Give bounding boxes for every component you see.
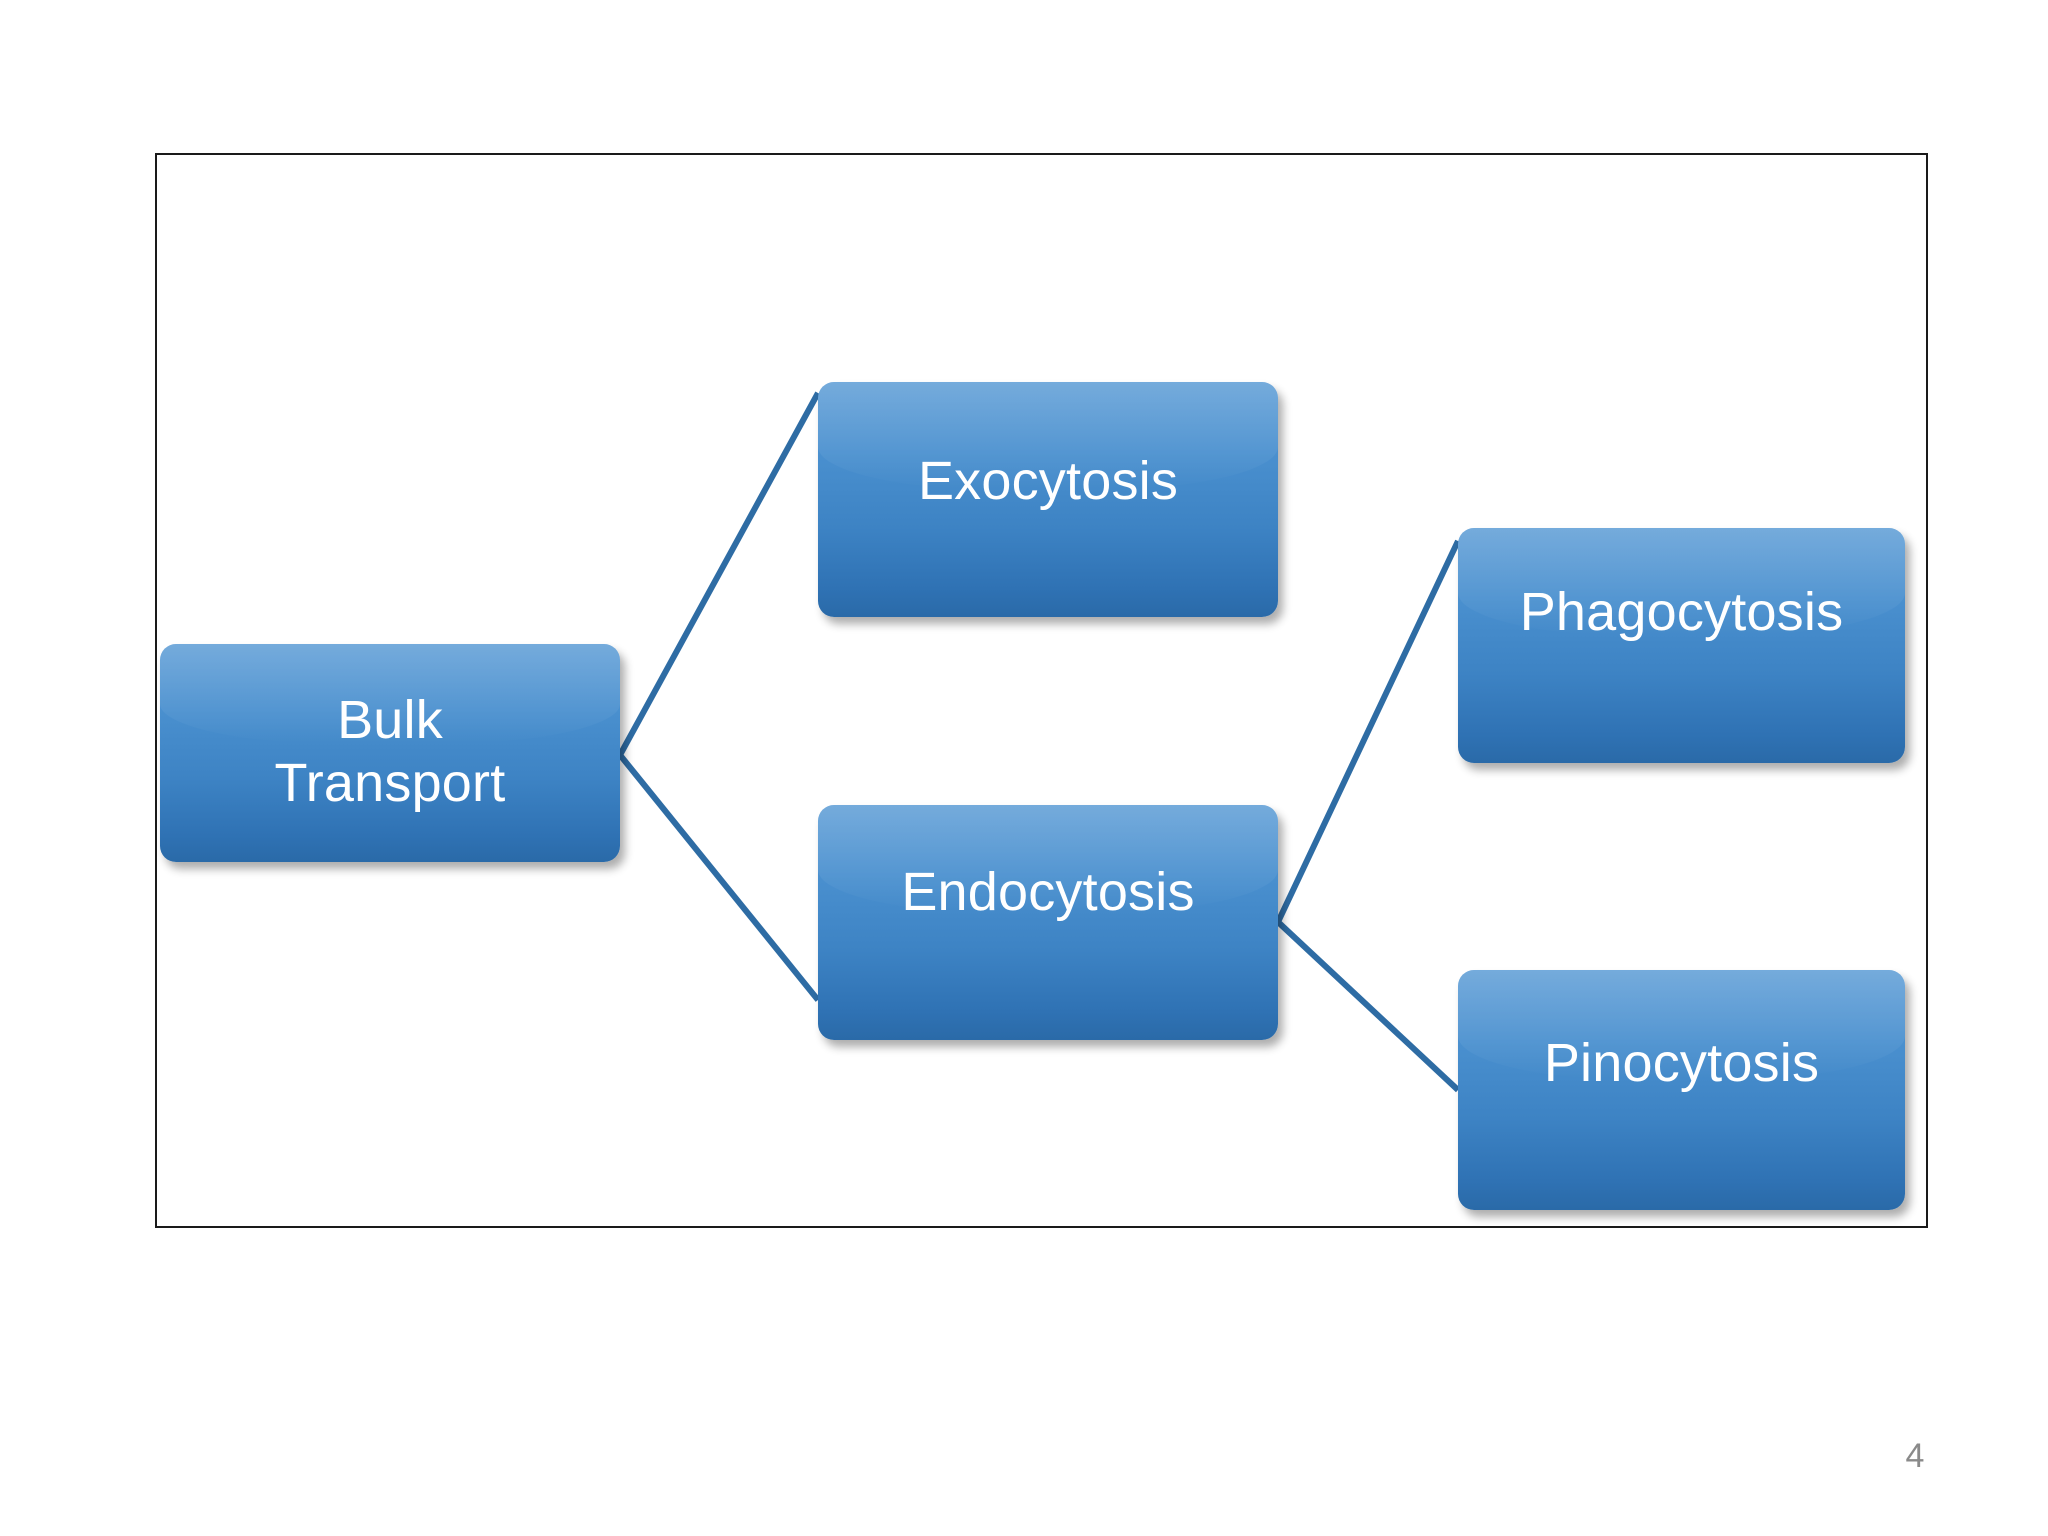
node-exocytosis-label: Exocytosis	[917, 451, 1179, 511]
node-bulk-transport-label: Bulk Transport	[274, 690, 506, 813]
node-endocytosis[interactable]: Endocytosis	[818, 805, 1278, 1040]
node-endocytosis-label: Endocytosis	[901, 862, 1195, 922]
node-phagocytosis[interactable]: Phagocytosis	[1458, 528, 1905, 763]
page-number: 4	[1905, 1437, 1925, 1475]
node-bulk-transport[interactable]: Bulk Transport	[160, 644, 620, 862]
node-exocytosis[interactable]: Exocytosis	[818, 382, 1278, 617]
node-pinocytosis-label: Pinocytosis	[1543, 1033, 1820, 1093]
node-phagocytosis-label: Phagocytosis	[1519, 582, 1844, 642]
node-pinocytosis[interactable]: Pinocytosis	[1458, 970, 1905, 1210]
